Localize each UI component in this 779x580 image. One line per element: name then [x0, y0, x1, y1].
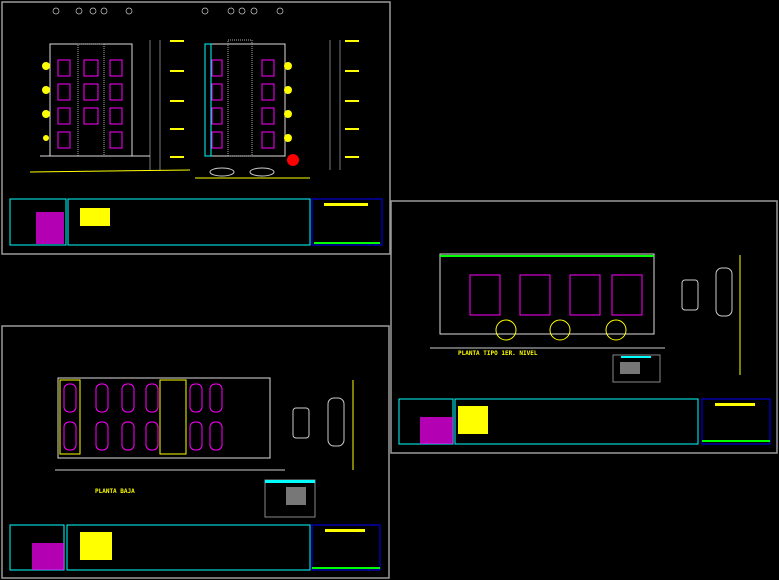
title-block-1	[9, 198, 383, 246]
side-elevation	[195, 39, 310, 179]
sheet-typical-floor: PLANTA TIPO 1ER. NIVEL	[390, 200, 778, 454]
front-elevation	[29, 43, 191, 173]
title-block-3	[398, 398, 771, 445]
legend-table	[264, 479, 316, 518]
sheet-ground-floor: PLANTA BAJA	[1, 325, 390, 579]
title-block-2	[9, 524, 381, 571]
plan-label-typical-floor: PLANTA TIPO 1ER. NIVEL	[458, 350, 538, 357]
legend-table	[612, 354, 661, 383]
sheet-elevations	[1, 1, 391, 255]
plan-label-ground-floor: PLANTA BAJA	[95, 488, 135, 495]
